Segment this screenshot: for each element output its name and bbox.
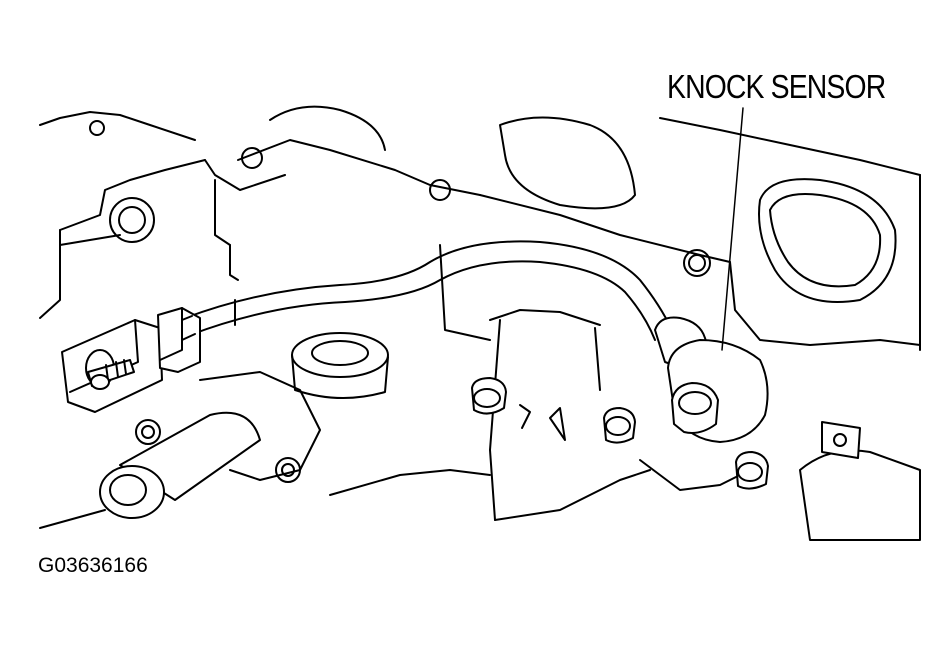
center-boss — [291, 332, 389, 399]
knock-sensor-label: KNOCK SENSOR — [667, 68, 886, 105]
harness-connector — [61, 307, 201, 413]
mounting-bolts — [471, 377, 769, 490]
right-bracket — [799, 421, 921, 541]
engine-block — [39, 105, 921, 521]
water-outlet — [39, 371, 321, 529]
figure-code: G03636166 — [38, 554, 148, 577]
knock-sensor-leader-line — [721, 107, 744, 351]
knock-sensor-harness — [184, 240, 769, 443]
